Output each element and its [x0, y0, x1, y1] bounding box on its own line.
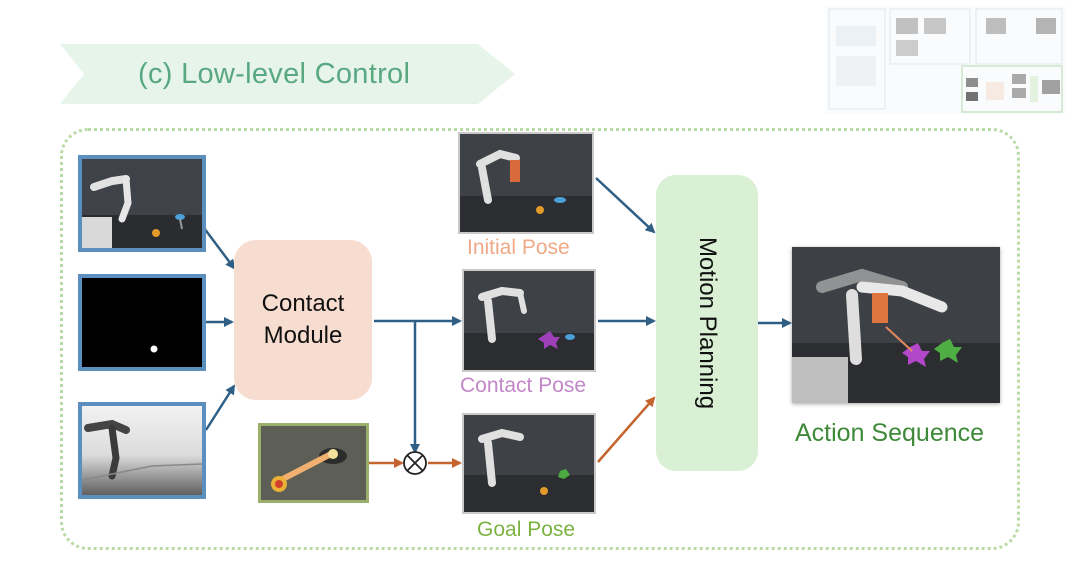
flow-image — [258, 423, 369, 503]
action-sequence-label: Action Sequence — [795, 419, 985, 447]
contact-pose-image — [462, 269, 596, 372]
initial-pose-label: Initial Pose — [467, 236, 570, 259]
initial-pose-image — [458, 132, 594, 234]
arrow-depth-to-contact — [204, 384, 236, 431]
contact-mask-image — [78, 274, 206, 371]
depth-input-image — [78, 402, 206, 499]
section-banner — [60, 44, 515, 104]
contact-module-line2: Module — [263, 322, 343, 349]
low-level-control-frame — [60, 128, 1020, 550]
arrow-rgb-to-contact — [203, 227, 236, 270]
contact-module-line1: Contact — [261, 290, 345, 317]
contact-module-box: Contact Module — [234, 240, 372, 400]
motion-planning-label: Motion Planning — [694, 236, 721, 410]
rgb-input-image — [78, 155, 206, 252]
circled-times-icon — [403, 451, 427, 475]
overview-thumbnail — [826, 6, 1066, 114]
goal-pose-label: Goal Pose — [477, 518, 576, 541]
section-title: (c) Low-level Control — [138, 58, 411, 90]
goal-pose-image — [462, 413, 596, 514]
motion-planning-box: Motion Planning — [656, 175, 758, 471]
arrow-goal-to-planning — [597, 396, 656, 463]
arrow-initial-to-planning — [595, 177, 656, 234]
contact-pose-label: Contact Pose — [460, 374, 587, 397]
action-sequence-image — [792, 247, 1000, 403]
